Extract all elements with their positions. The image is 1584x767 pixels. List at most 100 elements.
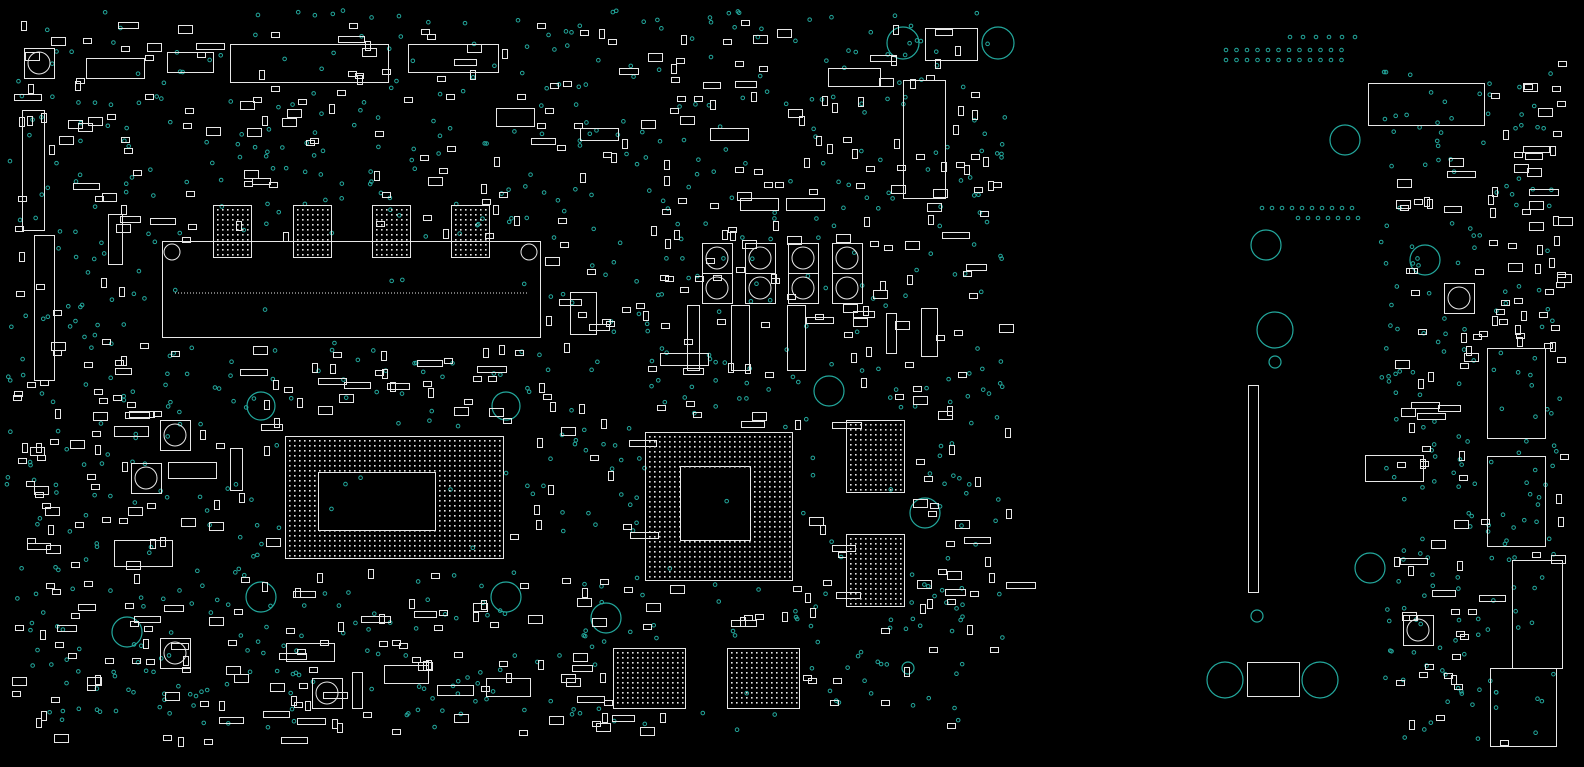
smd-component[interactable] xyxy=(309,667,318,673)
via[interactable] xyxy=(54,160,59,166)
smd-component[interactable] xyxy=(670,108,679,114)
inductor[interactable] xyxy=(788,273,819,304)
via[interactable] xyxy=(829,14,834,20)
via[interactable] xyxy=(282,56,287,62)
via[interactable] xyxy=(944,600,949,605)
via[interactable] xyxy=(1500,512,1506,518)
via[interactable] xyxy=(331,50,336,56)
smd-component[interactable] xyxy=(863,306,869,316)
via[interactable] xyxy=(370,348,376,353)
smd-component[interactable] xyxy=(928,511,937,517)
smd-component[interactable] xyxy=(927,599,933,609)
smd-component[interactable] xyxy=(751,92,757,102)
smd-component[interactable] xyxy=(661,323,670,329)
via[interactable] xyxy=(4,481,10,487)
smd-component[interactable] xyxy=(1532,552,1541,558)
via[interactable] xyxy=(212,385,218,390)
smd-component[interactable] xyxy=(660,713,666,723)
mounting-hole[interactable] xyxy=(590,602,622,634)
smd-component[interactable] xyxy=(1411,290,1420,296)
via[interactable] xyxy=(590,263,595,268)
smd-component[interactable] xyxy=(731,620,757,627)
smd-component[interactable] xyxy=(827,144,833,154)
smd-component[interactable] xyxy=(362,48,377,57)
smd-component[interactable] xyxy=(1424,197,1430,207)
via[interactable] xyxy=(621,119,626,124)
via[interactable] xyxy=(225,602,231,607)
via[interactable] xyxy=(200,583,205,589)
smd-component[interactable] xyxy=(710,203,719,209)
via[interactable] xyxy=(1387,648,1393,653)
via[interactable] xyxy=(603,272,608,278)
capacitor-tall[interactable] xyxy=(787,305,806,371)
via[interactable] xyxy=(942,481,947,487)
via[interactable] xyxy=(1472,245,1477,251)
smd-component[interactable] xyxy=(368,569,374,579)
connector[interactable] xyxy=(114,540,173,567)
inductor[interactable] xyxy=(131,463,162,494)
smd-component[interactable] xyxy=(1438,405,1461,412)
via[interactable] xyxy=(374,389,380,395)
via[interactable] xyxy=(339,196,344,201)
smd-component[interactable] xyxy=(122,462,128,472)
via[interactable] xyxy=(1411,650,1417,655)
smd-component[interactable] xyxy=(75,81,81,91)
smd-component[interactable] xyxy=(730,231,736,241)
smd-component[interactable] xyxy=(329,104,335,114)
smd-component[interactable] xyxy=(745,364,751,374)
smd-component[interactable] xyxy=(1503,130,1509,140)
via[interactable] xyxy=(959,585,965,591)
via[interactable] xyxy=(541,190,547,195)
via[interactable] xyxy=(491,371,497,376)
via[interactable] xyxy=(1549,411,1554,416)
smd-component[interactable] xyxy=(299,683,308,689)
via[interactable] xyxy=(1436,157,1441,163)
smd-component[interactable] xyxy=(54,734,69,743)
via[interactable] xyxy=(121,393,127,399)
smd-component[interactable] xyxy=(164,605,184,612)
capacitor-tall[interactable] xyxy=(886,313,897,354)
smd-component[interactable] xyxy=(737,192,752,201)
smd-component[interactable] xyxy=(273,380,279,390)
smd-component[interactable] xyxy=(1523,83,1538,92)
via[interactable] xyxy=(236,566,242,572)
vram-chip[interactable] xyxy=(613,648,686,709)
smd-component[interactable] xyxy=(935,59,941,69)
mounting-hole[interactable] xyxy=(909,497,941,529)
smd-component[interactable] xyxy=(795,420,801,430)
via[interactable] xyxy=(1539,575,1545,580)
smd-component[interactable] xyxy=(318,378,347,385)
via[interactable] xyxy=(1461,651,1467,657)
smd-component[interactable] xyxy=(993,182,1002,188)
smd-component[interactable] xyxy=(443,229,449,239)
via[interactable] xyxy=(1223,47,1229,53)
smd-component[interactable] xyxy=(677,96,686,102)
via[interactable] xyxy=(399,391,405,396)
smd-component[interactable] xyxy=(549,716,564,725)
smd-component[interactable] xyxy=(596,723,611,732)
via[interactable] xyxy=(634,520,639,526)
smd-component[interactable] xyxy=(1459,475,1468,481)
via[interactable] xyxy=(823,591,828,597)
smd-component[interactable] xyxy=(657,405,666,411)
via[interactable] xyxy=(1276,47,1281,53)
smd-component[interactable] xyxy=(648,366,657,372)
smd-component[interactable] xyxy=(764,182,773,188)
via[interactable] xyxy=(693,102,698,107)
smd-component[interactable] xyxy=(651,226,657,236)
via[interactable] xyxy=(973,542,978,547)
via[interactable] xyxy=(177,69,183,74)
smd-component[interactable] xyxy=(53,310,62,316)
via[interactable] xyxy=(819,97,825,102)
via[interactable] xyxy=(999,256,1004,261)
via[interactable] xyxy=(1297,47,1302,53)
via[interactable] xyxy=(1352,34,1358,40)
via[interactable] xyxy=(656,67,662,73)
smd-component[interactable] xyxy=(75,522,84,528)
smd-component[interactable] xyxy=(404,97,413,103)
via[interactable] xyxy=(177,409,182,415)
via[interactable] xyxy=(649,383,654,389)
smd-component[interactable] xyxy=(559,299,582,306)
smd-component[interactable] xyxy=(1515,325,1521,335)
smd-component[interactable] xyxy=(45,507,60,516)
